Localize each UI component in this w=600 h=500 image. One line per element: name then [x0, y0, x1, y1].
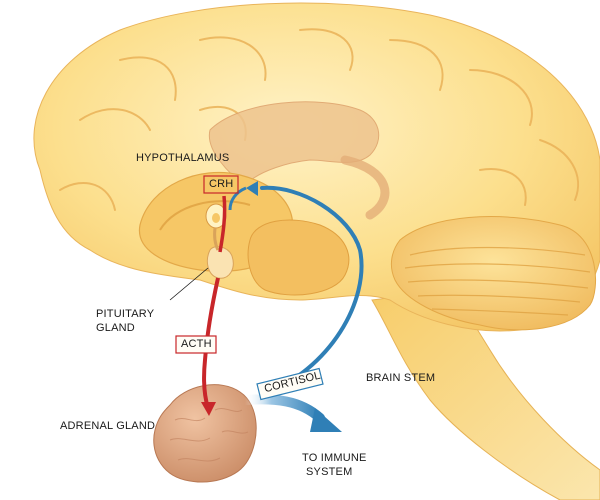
- cerebellum: [390, 216, 596, 331]
- pituitary-stalk: [213, 227, 220, 251]
- temporal-fold: [159, 200, 251, 231]
- crh-to-pituitary-arrow: [218, 195, 227, 253]
- cortisol-feedback-arrow: [260, 185, 364, 397]
- hypothalamus-label: HYPOTHALAMUS: [136, 152, 230, 164]
- immune-arrowhead: [310, 408, 342, 432]
- feedback-arrowhead: [246, 181, 258, 196]
- cerebellum-folds: [404, 246, 591, 316]
- acth-box: [175, 335, 217, 354]
- crh-box: [203, 175, 239, 194]
- feedback-to-hypothalamus: [228, 186, 247, 211]
- brain-stem-label: BRAIN STEM: [366, 372, 436, 384]
- pituitary-label-line2: GLAND: [96, 322, 135, 334]
- cortisol-box: [256, 367, 324, 401]
- immune-system-label-line2: SYSTEM: [306, 466, 353, 478]
- immune-system-label-line1: TO IMMUNE: [302, 452, 367, 464]
- pituitary-leader-line: [169, 267, 209, 301]
- adrenal-gland: [153, 384, 257, 483]
- fornix: [340, 155, 390, 220]
- acth-arrowhead: [201, 402, 216, 416]
- midbrain: [247, 219, 350, 296]
- pituitary-label-line1: PITUITARY: [96, 308, 155, 320]
- crh-label: CRH: [209, 178, 234, 190]
- acth-to-adrenal-arrow: [202, 277, 220, 409]
- brain-stem: [371, 289, 600, 500]
- cortisol-to-immune-arrow: [240, 394, 325, 423]
- adrenal-gland-label: ADRENAL GLAND: [60, 420, 156, 432]
- cortex-gyri: [59, 28, 580, 211]
- hypothalamus-core: [212, 213, 220, 223]
- acth-label: ACTH: [181, 338, 212, 350]
- adrenal-texture: [169, 408, 249, 462]
